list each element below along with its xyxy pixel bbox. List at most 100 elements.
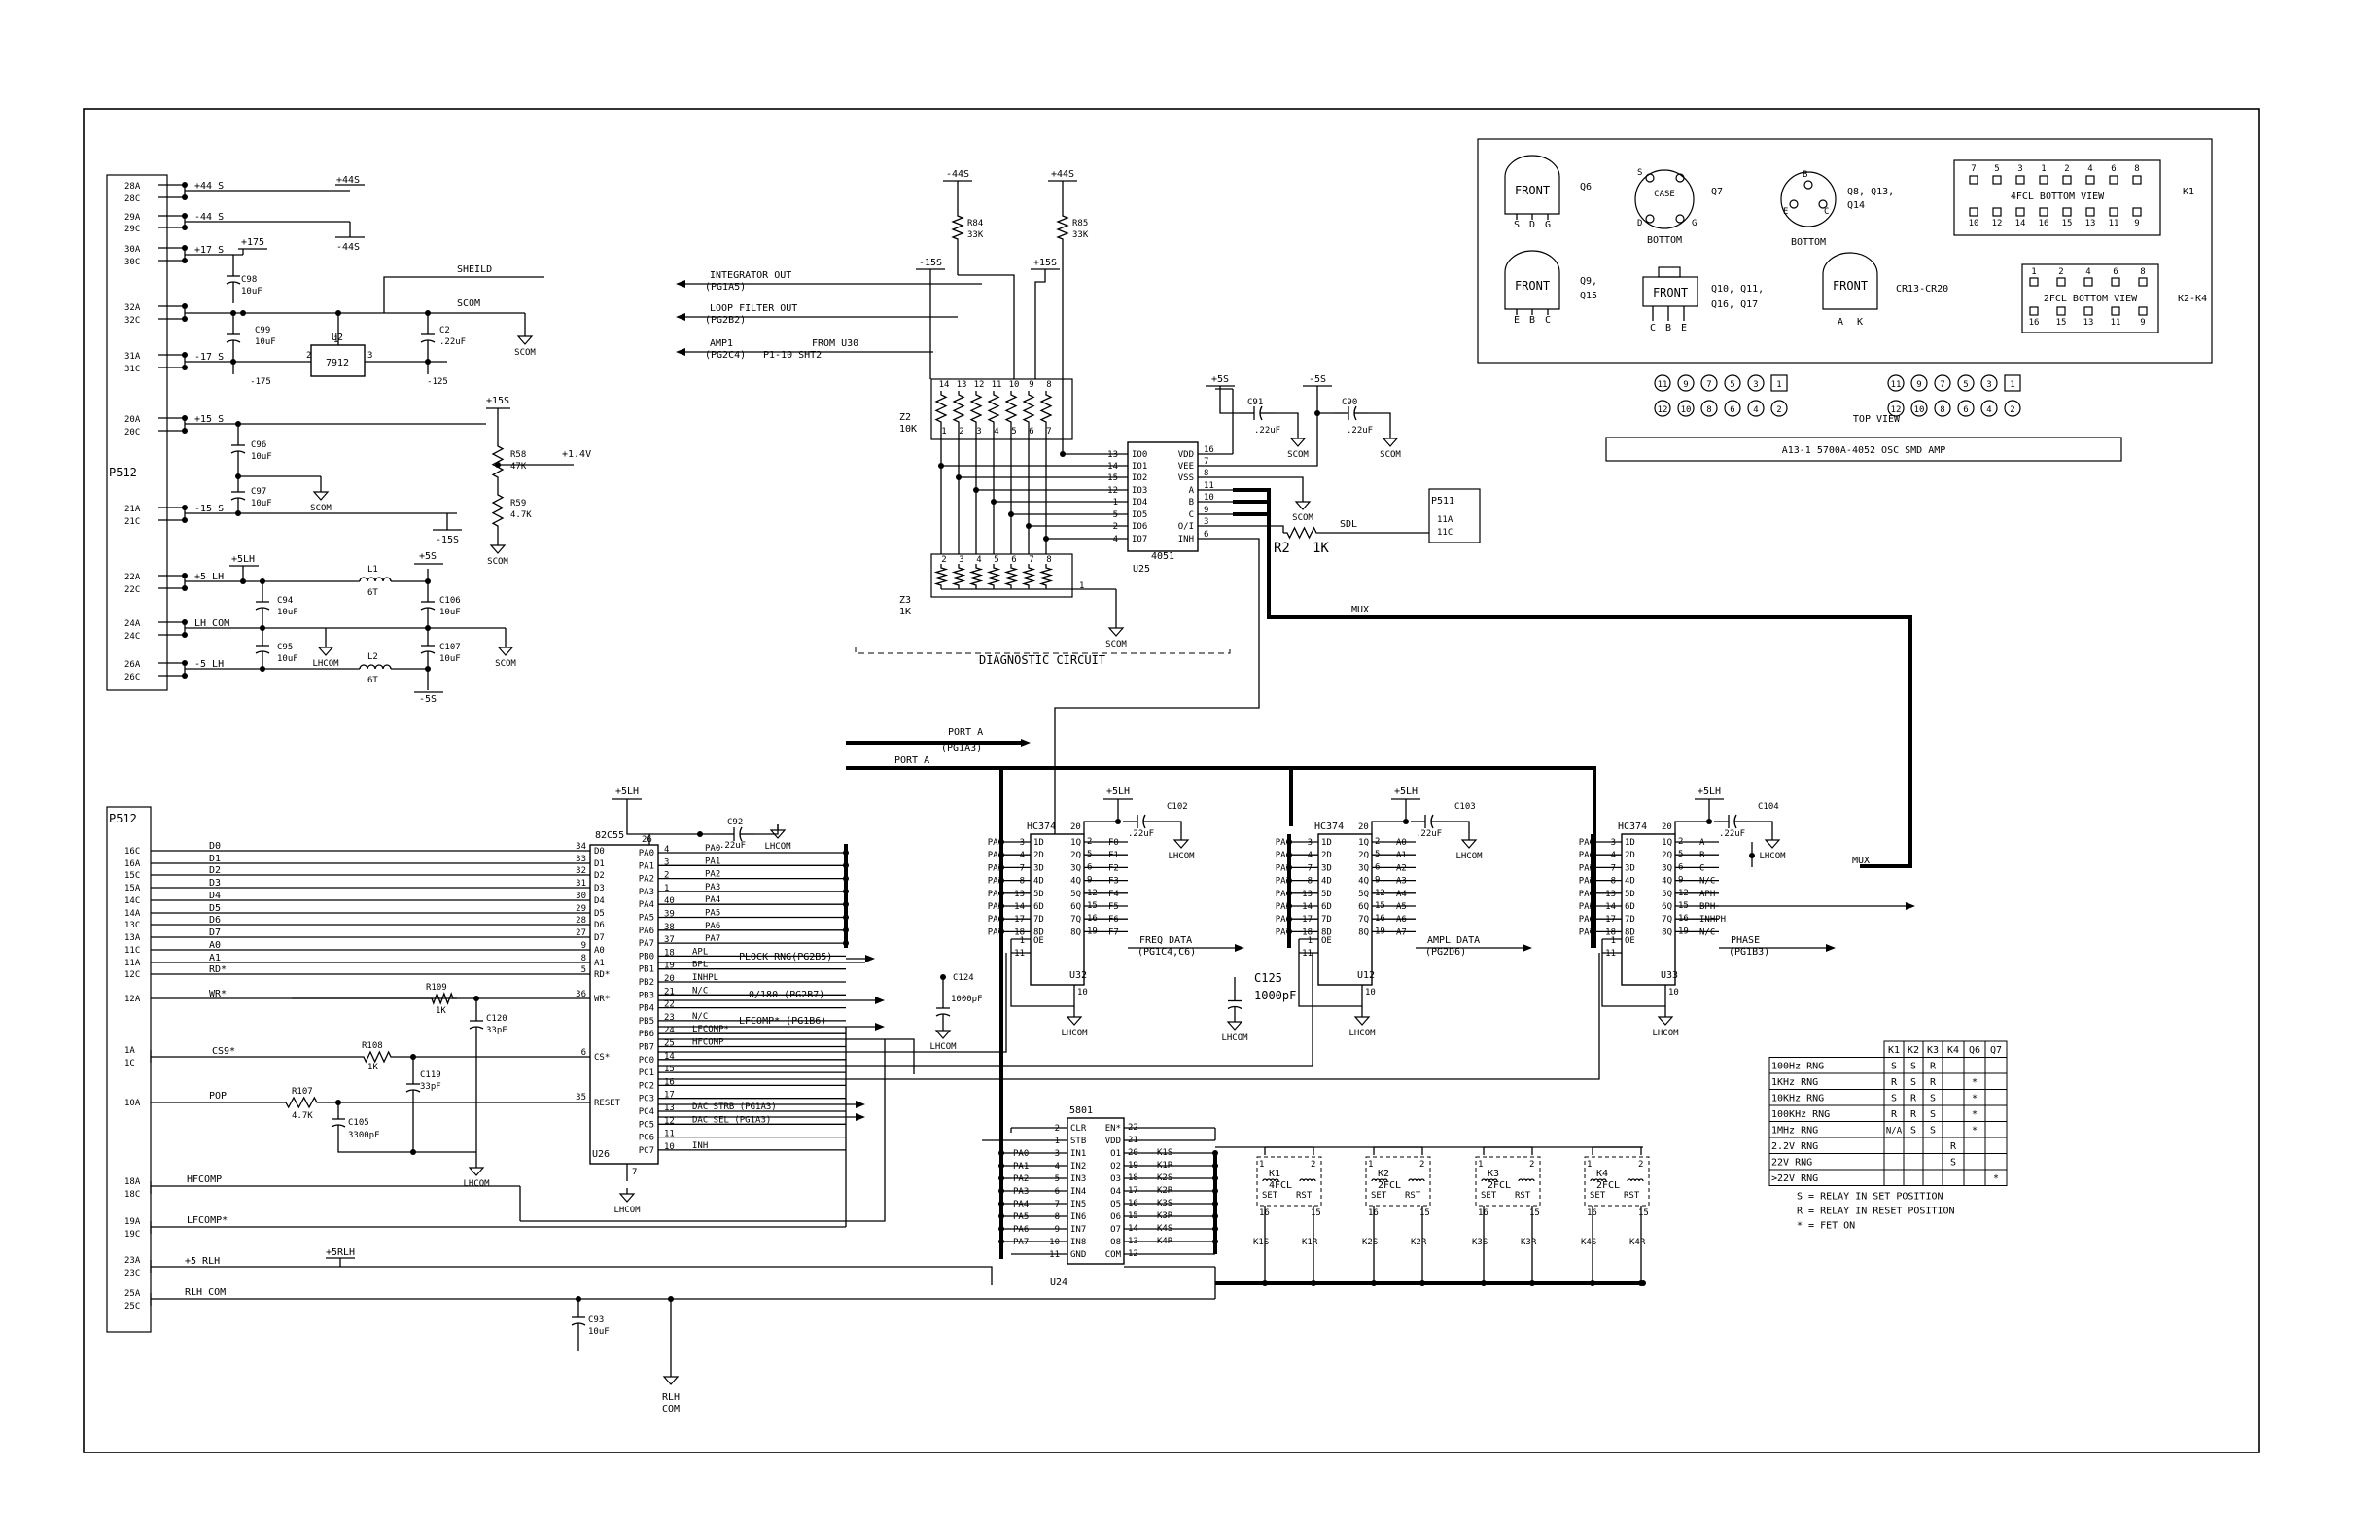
signal-name: LOOP FILTER OUT (710, 303, 797, 314)
wire (1601, 939, 1666, 1007)
pin-number: 2 (1311, 1160, 1315, 1170)
pin-name: IN6 (1070, 1212, 1086, 1222)
ref: K4 (1596, 1169, 1608, 1179)
pin-name: B (1189, 498, 1194, 508)
ref: C95 (277, 643, 293, 652)
net-label: 0/180 (PG2B7) (749, 990, 824, 1000)
net-label: PA5 (1579, 902, 1594, 912)
pin-number: 14 (2015, 219, 2026, 228)
pin-name: 1D (1321, 838, 1332, 848)
pin-number: 7 (1204, 457, 1208, 467)
net-label: F7 (1108, 928, 1119, 937)
pin-name: PA5 (639, 914, 654, 924)
data-arrow (1522, 944, 1532, 952)
table-cell: S (1930, 1094, 1936, 1104)
pin-number: 11C (1437, 528, 1452, 538)
pin-number: 3 (1308, 838, 1312, 848)
coil (1262, 1178, 1279, 1182)
pin-circle (1677, 374, 1695, 392)
net-label: PA4 (1579, 890, 1594, 899)
net-label: A7 (1396, 928, 1407, 937)
net-label: PA3 (1276, 877, 1291, 887)
pin-number: 10 (664, 1142, 675, 1152)
ref: 4FCL (1269, 1180, 1292, 1191)
net-label: F2 (1108, 863, 1119, 873)
ref: CR13-CR20 (1896, 284, 1948, 295)
ref: K2 (1378, 1169, 1389, 1179)
table-header: K3 (1927, 1045, 1939, 1056)
pin-number: 11C (124, 946, 140, 956)
pin-name: PC4 (639, 1107, 654, 1117)
ground-scom (1382, 438, 1399, 447)
net-label: PA3 (988, 877, 1003, 887)
front-label: FRONT (1515, 279, 1550, 293)
net-label: LFCOMP* (PG1B6) (739, 1016, 826, 1027)
pin-name: 8D (1321, 928, 1332, 937)
ground-scom (1107, 627, 1125, 637)
coil (1481, 1178, 1498, 1182)
resistor-r108 (360, 1050, 395, 1064)
pin-number: 6 (2111, 164, 2116, 174)
pin-number: 31 (576, 879, 586, 889)
value: 3300pF (348, 1131, 380, 1140)
table-cell: * (1972, 1126, 1978, 1137)
pin-number: 4 (2087, 164, 2092, 174)
pin-name: O2 (1110, 1162, 1121, 1172)
signal-name: INTEGRATOR OUT (710, 270, 791, 281)
pin-name: O7 (1110, 1225, 1121, 1235)
pin-name: 2D (1321, 851, 1332, 860)
port-a-bus-2 (846, 766, 1596, 826)
pin-number: 10 (1681, 405, 1692, 415)
ref: C104 (1758, 802, 1779, 812)
net-label: PLOCK RNG(PG2B5) (739, 952, 832, 962)
net-label: (PG1A3) (941, 743, 982, 753)
pin-name: D5 (594, 909, 605, 919)
pin-number: 40 (664, 896, 675, 906)
value: 10uF (241, 287, 262, 297)
wire (1219, 386, 1240, 414)
transistor-q7-body (1634, 169, 1695, 229)
input-arrow (676, 280, 685, 288)
pin-name: OE (1321, 936, 1332, 946)
pin-number: 1 (664, 884, 669, 893)
relay-pin (2111, 306, 2120, 316)
junction-dot (1314, 410, 1320, 416)
pin-name: 2D (1625, 851, 1635, 860)
pin-number: 9 (1916, 380, 1921, 390)
net-label: PA1 (1579, 851, 1594, 860)
pin-number: 12 (1658, 405, 1668, 415)
ground-label: LHCOM (764, 842, 791, 852)
pin-number: 7 (1029, 555, 1033, 565)
net-label: D1 (209, 854, 221, 864)
pin-number: 34 (576, 842, 586, 852)
lead-pin (1645, 214, 1655, 224)
value: 10uF (277, 654, 298, 664)
pin-name: VSS (1178, 473, 1194, 483)
net-label: MUX (1852, 856, 1870, 866)
pin-number: 4 (1113, 535, 1118, 544)
transistor-tab (1658, 266, 1681, 278)
ref: HC374 (1314, 822, 1344, 832)
net-label: LFCOMP* (187, 1215, 228, 1226)
net-label: PA2 (1013, 1174, 1029, 1184)
pin-number: 23A (124, 1256, 141, 1266)
capacitor-c97 (230, 497, 246, 501)
net-label: +17 S (194, 245, 224, 256)
pin-name: 1Q (1358, 838, 1369, 848)
pin-number: 32 (576, 866, 586, 876)
net-label: WR* (209, 989, 227, 999)
pin-number: 16 (1204, 445, 1214, 455)
ground-label: LHCOM (929, 1042, 957, 1052)
pin-number: 26C (124, 673, 140, 682)
net-label: LFCOMP* (692, 1025, 729, 1034)
pin-number: 4 (664, 845, 669, 855)
ref: R84 (967, 219, 983, 228)
pin-number: 1 (1113, 498, 1118, 508)
pin-number: 14 (1302, 902, 1312, 912)
net-label: PA5 (705, 909, 720, 919)
table-cell: S (1910, 1077, 1916, 1088)
ground-lhcom (1353, 1016, 1371, 1026)
net-label: A5 (1396, 902, 1407, 912)
net-label: INHPL (692, 973, 718, 983)
